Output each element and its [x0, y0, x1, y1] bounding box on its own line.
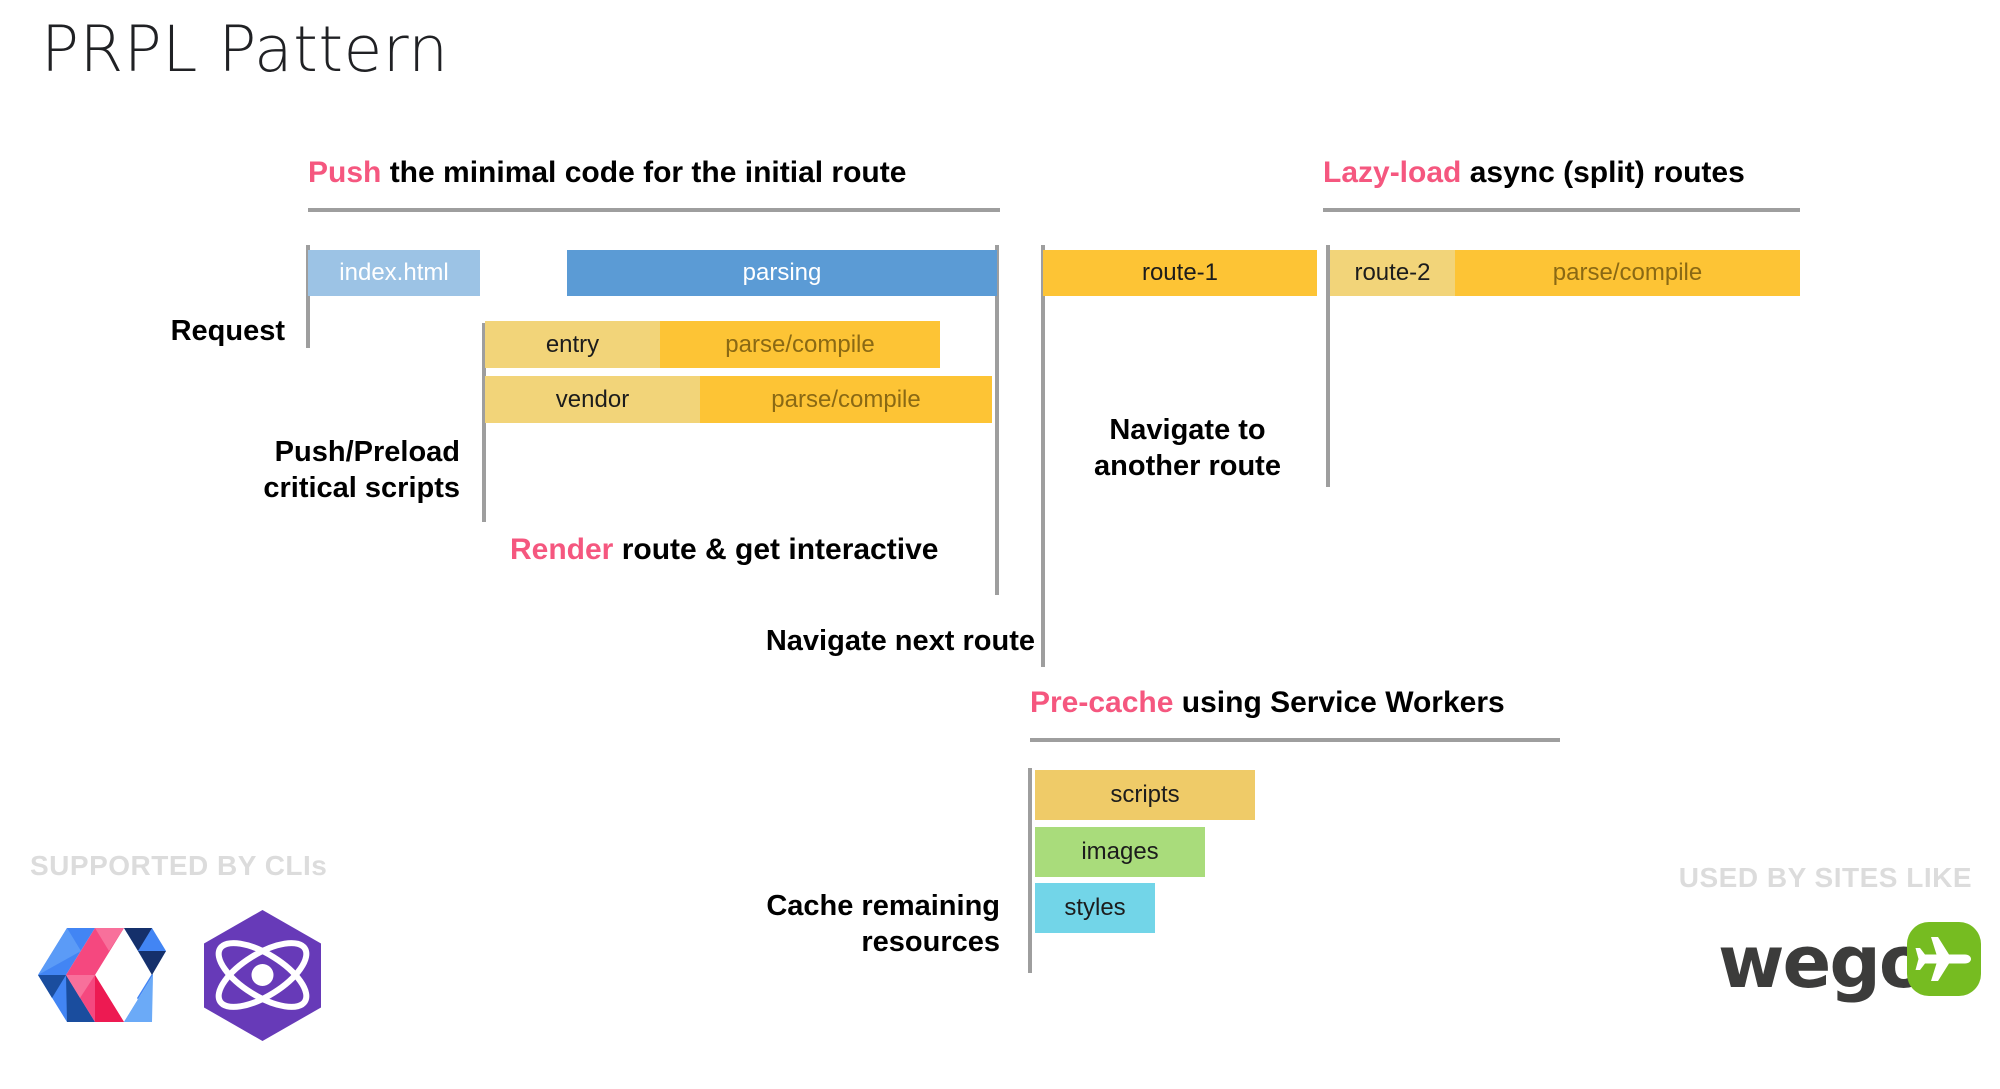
label-navigate-to-another-route: Navigate to another route — [1094, 414, 1281, 483]
section-rest-render: route & get interactive — [613, 533, 939, 566]
guide-line-navigate-another-route — [1326, 245, 1330, 487]
label-push-preload-critical-scripts: Push/Preload critical scripts — [263, 436, 460, 505]
bar-route-2[interactable]: route-2 parse/compile — [1330, 250, 1800, 296]
wego-mark — [1905, 920, 1983, 1003]
label-cache-remaining-resources: Cache remaining resources — [766, 890, 1000, 959]
section-keyword-lazy-load: Lazy-load — [1323, 156, 1462, 189]
bar-entry[interactable]: entry parse/compile — [485, 321, 940, 368]
airplane-icon — [1907, 922, 1981, 996]
bar-segment-scripts: scripts — [1035, 770, 1255, 820]
guide-line-navigate-next — [1041, 245, 1045, 667]
bar-images[interactable]: images — [1035, 827, 1205, 877]
guide-line-cache-remaining — [1028, 768, 1032, 973]
polymer-logo — [32, 920, 172, 1035]
bar-segment-parsing: parsing — [567, 250, 997, 296]
guide-line-request — [306, 245, 310, 348]
bar-segment-vendor: vendor — [485, 376, 700, 423]
preact-logo-icon — [204, 910, 321, 1041]
section-heading-render: Render route & get interactive — [510, 535, 938, 565]
section-rule-lazy-load — [1323, 208, 1800, 212]
bar-vendor[interactable]: vendor parse/compile — [485, 376, 992, 423]
bar-route-1[interactable]: route-1 — [1043, 250, 1317, 296]
bar-segment-route-1: route-1 — [1043, 250, 1317, 296]
section-heading-push: Push the minimal code for the initial ro… — [308, 158, 906, 188]
section-keyword-push: Push — [308, 156, 382, 189]
section-rest-pre-cache: using Service Workers — [1173, 686, 1505, 719]
footer-caption-used-by-sites-like: USED BY SITES LIKE — [1678, 862, 1972, 893]
section-heading-lazy-load: Lazy-load async (split) routes — [1323, 158, 1745, 188]
label-request: Request — [170, 315, 285, 347]
section-keyword-pre-cache: Pre-cache — [1030, 686, 1174, 719]
wego-wordmark: wego — [1718, 920, 1928, 1004]
bar-segment-styles: styles — [1035, 883, 1155, 933]
bar-segment-entry-parse-compile: parse/compile — [660, 321, 940, 368]
section-rule-push — [308, 208, 1000, 212]
section-rule-pre-cache — [1030, 738, 1560, 742]
section-rest-push: the minimal code for the initial route — [381, 156, 907, 189]
bar-scripts[interactable]: scripts — [1035, 770, 1255, 820]
bar-segment-entry: entry — [485, 321, 660, 368]
section-keyword-render: Render — [510, 533, 614, 566]
polymer-logo-icon — [38, 928, 166, 1022]
bar-segment-images: images — [1035, 827, 1205, 877]
label-navigate-next-route: Navigate next route — [765, 625, 1035, 657]
guide-line-render — [995, 245, 999, 595]
bar-segment-route-2-parse-compile: parse/compile — [1455, 250, 1800, 296]
bar-segment-vendor-parse-compile: parse/compile — [700, 376, 992, 423]
guide-line-push-preload — [482, 323, 486, 522]
bar-parsing[interactable]: parsing — [567, 250, 997, 296]
bar-segment-index-html: index.html — [308, 250, 480, 296]
bar-index-html[interactable]: index.html — [308, 250, 480, 296]
preact-logo — [200, 908, 325, 1048]
bar-styles[interactable]: styles — [1035, 883, 1155, 933]
bar-segment-route-2: route-2 — [1330, 250, 1455, 296]
section-rest-lazy-load: async (split) routes — [1461, 156, 1745, 189]
page-title: PRPL Pattern — [41, 13, 449, 86]
section-heading-pre-cache: Pre-cache using Service Workers — [1030, 688, 1505, 718]
footer-caption-supported-by-clis: SUPPORTED BY CLIs — [30, 850, 328, 881]
